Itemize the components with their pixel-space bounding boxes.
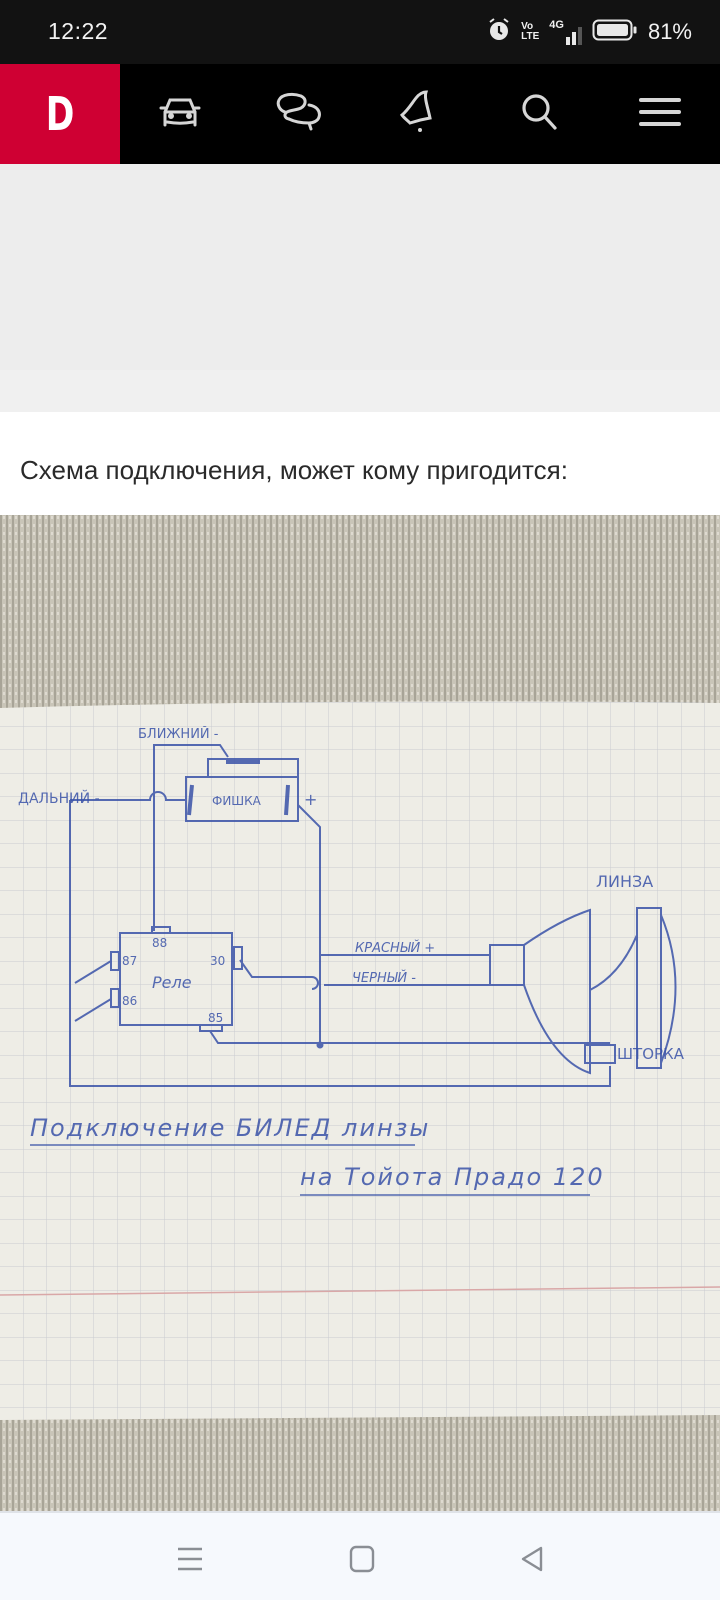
post-caption: Схема подключения, может кому пригодится… — [20, 455, 568, 485]
battery-icon — [592, 18, 638, 47]
home-button[interactable] — [342, 1541, 382, 1581]
label-shutter: ШТОРКА — [617, 1045, 685, 1063]
wiring-diagram-photo[interactable]: БЛИЖНИЙ - ДАЛЬНИЙ - ФИШКА + 88 87 86 85 … — [0, 515, 720, 1511]
label-low-beam: БЛИЖНИЙ - — [138, 726, 219, 742]
diagram-title-line1: Подключение БИЛЕД линзы — [30, 1114, 430, 1142]
ad-spacer — [0, 370, 720, 412]
messages-button[interactable] — [240, 64, 360, 164]
drive2-logo[interactable]: D — [0, 64, 120, 164]
label-pin-87: 87 — [122, 954, 137, 968]
recents-icon — [176, 1545, 204, 1578]
label-plus: + — [304, 790, 317, 809]
label-red-wire: КРАСНЫЙ + — [355, 940, 435, 956]
4g-signal-icon: 4G — [549, 19, 582, 45]
chat-icon — [273, 90, 327, 139]
top-navigation: D — [0, 64, 720, 164]
system-navigation-bar — [0, 1511, 720, 1600]
car-icon — [155, 92, 205, 137]
garage-button[interactable] — [120, 64, 240, 164]
volte-icon: Vo LTE — [521, 21, 540, 42]
label-pin-30: 30 — [210, 954, 225, 968]
diagram-title-line2: на Тойота Прадо 120 — [300, 1163, 605, 1191]
label-pin-86: 86 — [122, 994, 137, 1008]
label-black-wire: ЧЕРНЫЙ - — [352, 970, 416, 986]
logo-letter: D — [45, 87, 75, 141]
search-button[interactable] — [480, 64, 600, 164]
ad-placeholder — [0, 164, 720, 370]
status-icons: Vo LTE 4G 81% — [487, 16, 692, 48]
hamburger-icon — [638, 94, 682, 135]
label-connector: ФИШКА — [212, 794, 262, 808]
back-button[interactable] — [513, 1541, 553, 1581]
label-pin-88: 88 — [152, 936, 167, 950]
back-icon — [519, 1545, 547, 1578]
status-time: 12:22 — [48, 18, 109, 44]
status-bar: 12:22 Vo LTE 4G 81% — [0, 0, 720, 64]
label-high-beam: ДАЛЬНИЙ - — [18, 789, 100, 807]
home-icon — [348, 1545, 376, 1578]
bell-icon — [398, 88, 442, 141]
label-relay: Реле — [152, 973, 192, 992]
search-icon — [518, 90, 562, 139]
notifications-button[interactable] — [360, 64, 480, 164]
alarm-icon — [487, 17, 511, 48]
battery-percent: 81% — [647, 19, 692, 44]
recents-button[interactable] — [170, 1541, 210, 1581]
label-pin-85: 85 — [208, 1011, 223, 1025]
menu-button[interactable] — [600, 64, 720, 164]
label-lens: ЛИНЗА — [596, 872, 653, 891]
